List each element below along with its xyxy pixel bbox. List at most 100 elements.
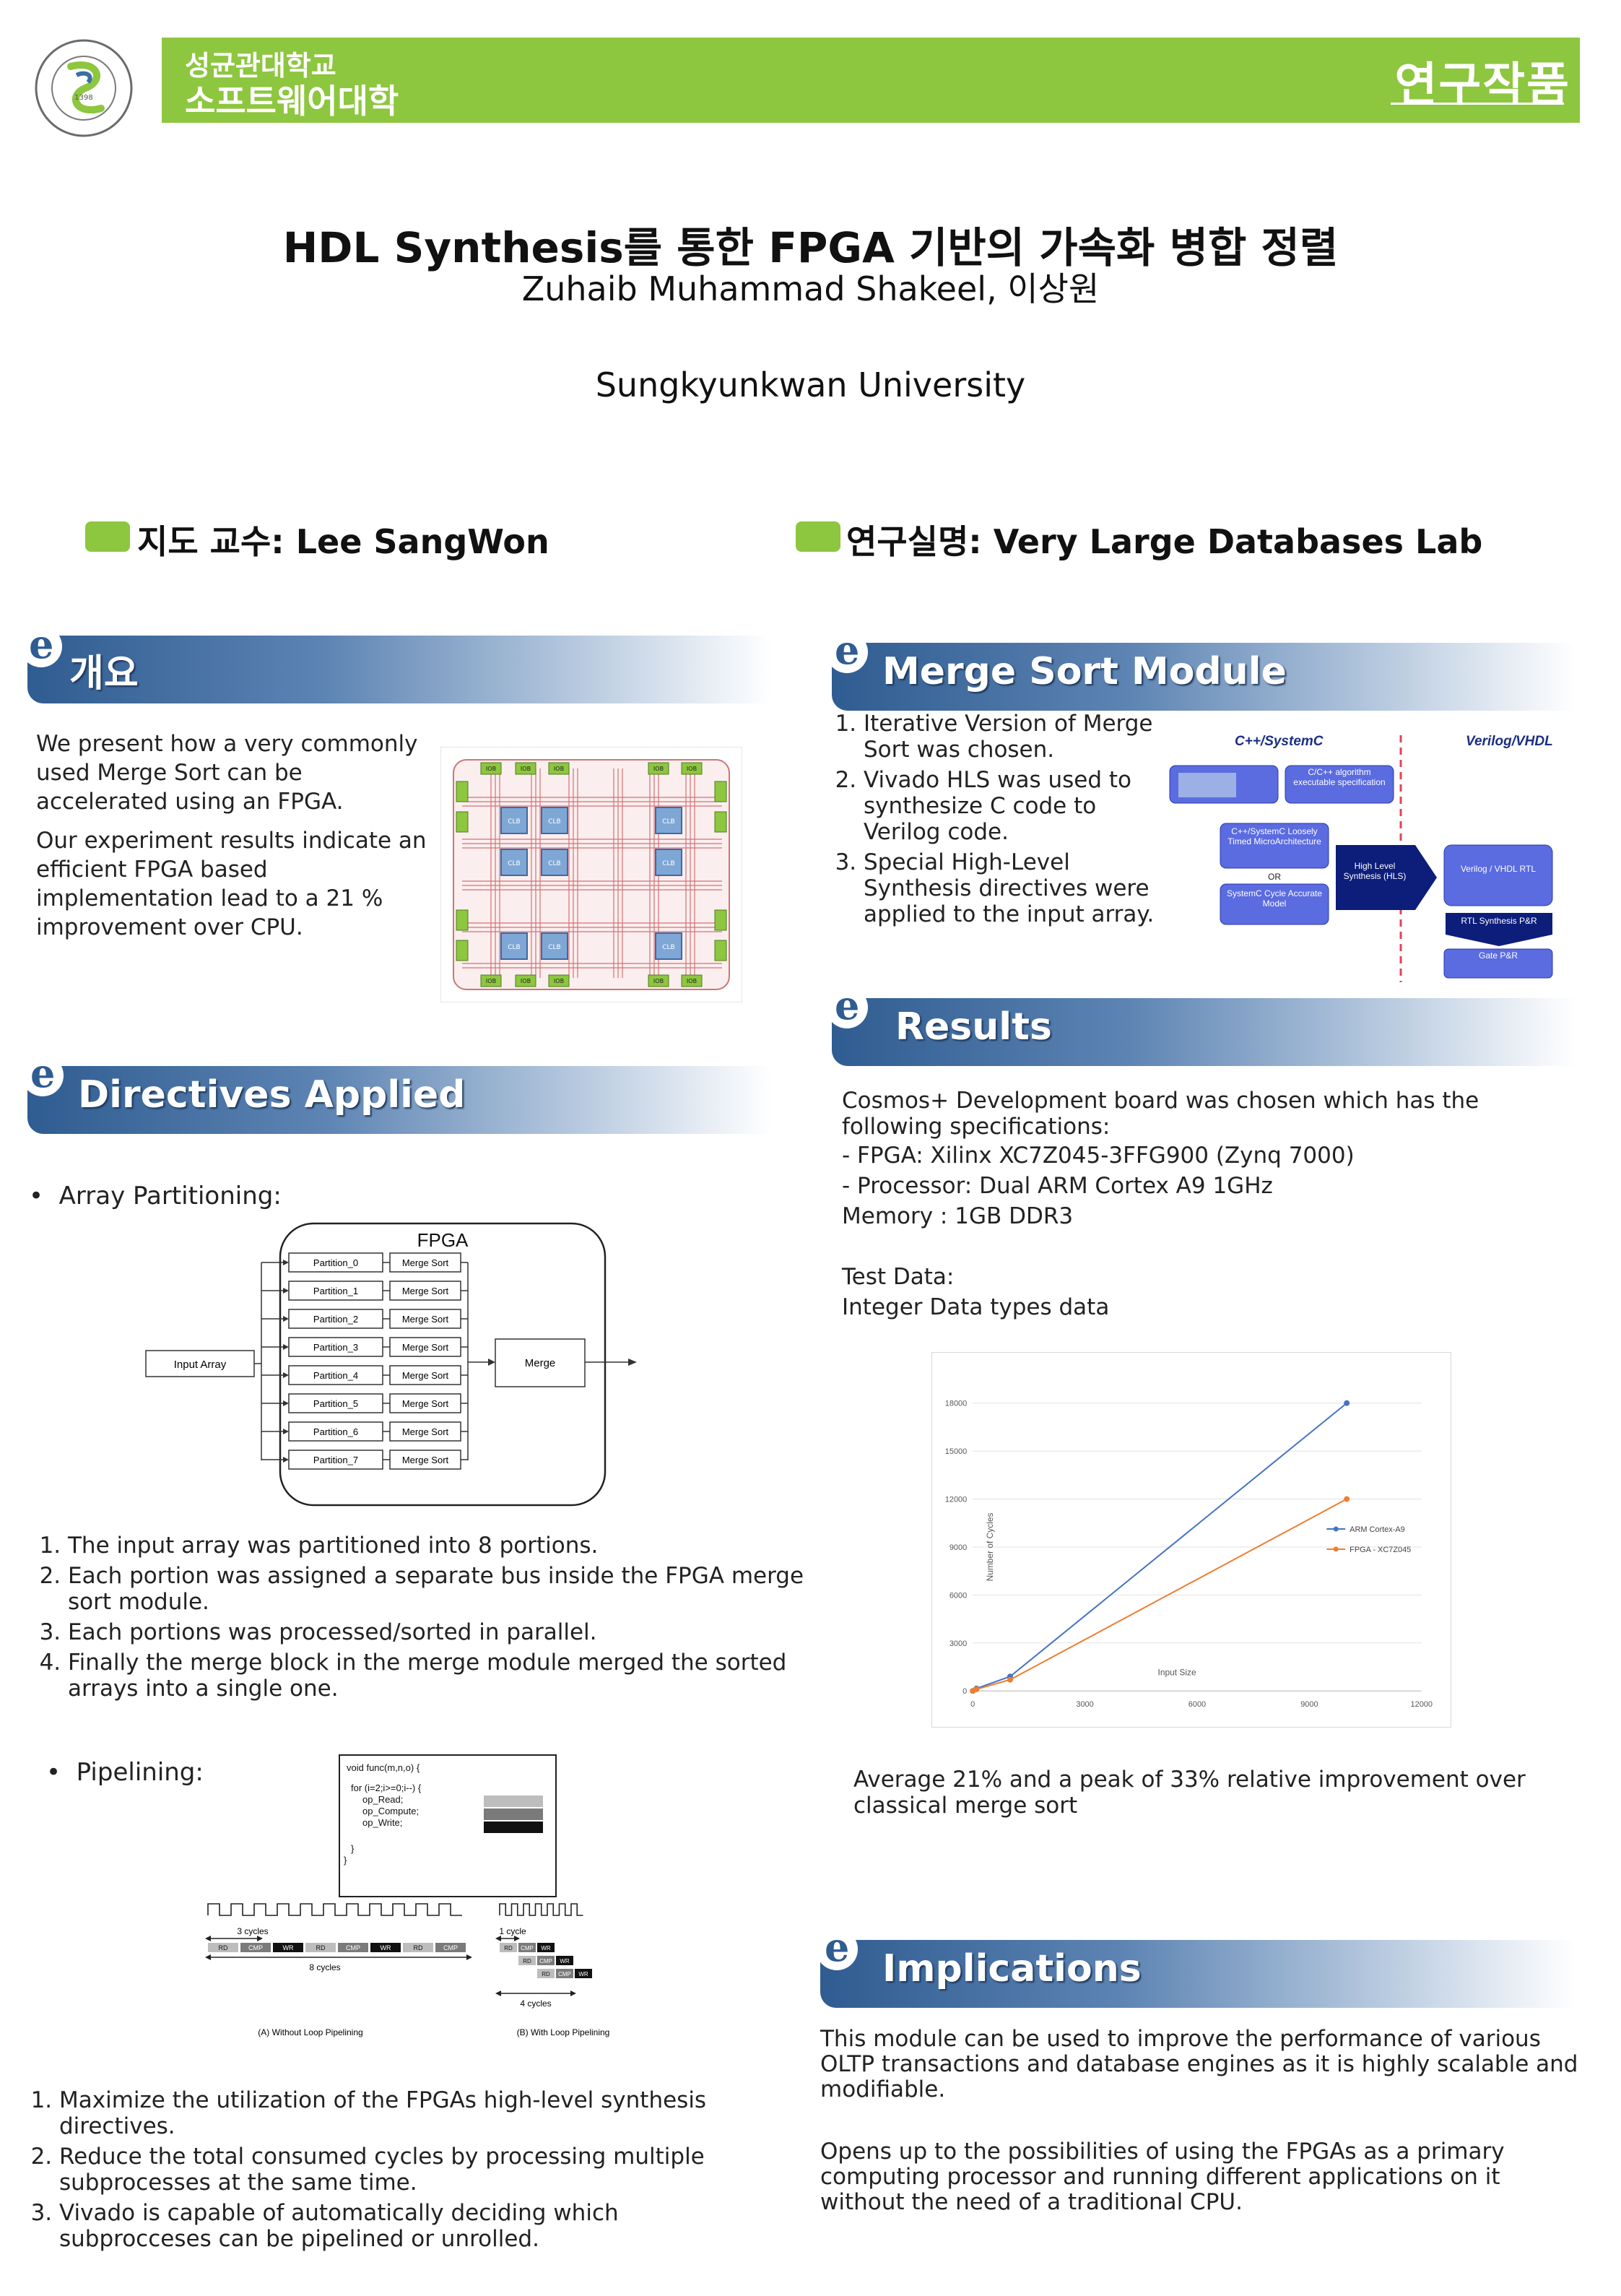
svg-text:CLB: CLB: [662, 944, 674, 951]
pipeline-stage-label: WR: [381, 1944, 391, 1951]
x-tick-label: 12000: [1411, 1700, 1433, 1709]
y-tick-label: 12000: [945, 1496, 967, 1504]
pipeline-stage: [435, 1943, 466, 1952]
x-tick-label: 6000: [1188, 1700, 1206, 1709]
partition-label: Partition_6: [313, 1426, 358, 1437]
data-point: [1344, 1400, 1350, 1406]
pipelining-diagram: void func(m,n,o) { for (i=2;i>=0;i--) { …: [205, 1754, 610, 2037]
svg-text:for (i=2;i>=0;i--) {: for (i=2;i>=0;i--) {: [351, 1782, 422, 1793]
y-tick-label: 3000: [949, 1639, 967, 1648]
svg-text:Verilog/VHDL: Verilog/VHDL: [1466, 734, 1553, 749]
svg-text:Input Array: Input Array: [174, 1359, 227, 1371]
data-point: [973, 1686, 980, 1692]
list-item: Maximize the utilization of the FPGAs hi…: [59, 2087, 777, 2139]
y-tick-label: 15000: [945, 1447, 967, 1456]
svg-text:IOB: IOB: [486, 978, 496, 984]
svg-text:CLB: CLB: [548, 818, 560, 826]
legend-label: FPGA - XC7Z045: [1350, 1546, 1411, 1554]
pipeline-stage-label: RD: [504, 1945, 513, 1951]
list-item: Special High-Level Synthesis directives …: [864, 849, 1155, 927]
arrow-icon: [283, 1288, 289, 1294]
authors: Zuhaib Muhammad Shakeel, 이상원: [521, 269, 1100, 308]
partition-label: Partition_0: [313, 1257, 358, 1268]
data-point: [1344, 1496, 1350, 1502]
section-title-results: Results: [895, 1005, 1052, 1049]
pipeline-stage: [537, 1943, 555, 1952]
pipeline-stage-label: WR: [560, 1958, 570, 1964]
section-title-merge-module: Merge Sort Module: [882, 650, 1287, 693]
pipeline-stage: [370, 1943, 401, 1952]
e-icon: e: [20, 621, 62, 667]
merge-sort-label: Merge Sort: [402, 1426, 449, 1437]
pipelining-list: Maximize the utilization of the FPGAs hi…: [26, 2087, 777, 2256]
svg-text:1398: 1398: [74, 94, 92, 102]
svg-text:FPGA: FPGA: [417, 1229, 469, 1251]
list-item: Vivado is capable of automatically decid…: [59, 2200, 777, 2252]
merge-sort-label: Merge Sort: [402, 1342, 449, 1353]
implications-para2: Opens up to the possibilities of using t…: [820, 2139, 1505, 2215]
pipeline-stage: [305, 1943, 336, 1952]
svg-text:}: }: [351, 1843, 355, 1854]
svg-text:IOB: IOB: [554, 766, 564, 772]
partition-label: Partition_2: [313, 1314, 358, 1325]
pipeline-stage-label: WR: [578, 1971, 588, 1977]
svg-text:}: }: [344, 1855, 347, 1866]
bullet-label: Array Partitioning:: [58, 1182, 282, 1210]
pipeline-stage: [518, 1943, 536, 1952]
svg-text:CLB: CLB: [662, 860, 674, 867]
partition-box: [288, 1365, 383, 1385]
header-bar: [162, 38, 1580, 123]
legend-marker: [1333, 1546, 1339, 1552]
pipeline-stage: [208, 1943, 238, 1952]
results-line: - Processor: Dual ARM Cortex A9 1GHz: [842, 1173, 1273, 1199]
partition-list: The input array was partitioned into 8 p…: [35, 1533, 851, 1706]
merge-sort-box: [389, 1365, 461, 1385]
pipeline-stage-label: RD: [414, 1944, 423, 1951]
hls-flow-diagram: C++/SystemC Verilog/VHDL C/C++ algorithm…: [1169, 734, 1553, 982]
merge-sort-box: [389, 1421, 461, 1442]
svg-text:IOB: IOB: [653, 766, 664, 772]
bullet-array-partitioning: • Array Partitioning:: [29, 1182, 282, 1210]
pipeline-stage: [556, 1969, 573, 1978]
pipeline-stage-label: CMP: [558, 1971, 571, 1977]
pipeline-stage-label: RD: [542, 1971, 550, 1977]
x-tick-label: 0: [970, 1700, 975, 1709]
arrow-icon: [283, 1344, 289, 1350]
lab-name: 연구실명: Very Large Databases Lab: [846, 522, 1483, 561]
svg-text:CLB: CLB: [548, 944, 560, 951]
pipeline-stage-label: RD: [316, 1944, 326, 1951]
pipeline-stage: [240, 1943, 271, 1952]
svg-text:1 cycle: 1 cycle: [499, 1926, 526, 1936]
svg-text:4 cycles: 4 cycles: [520, 1998, 551, 2009]
svg-text:op_Write;: op_Write;: [362, 1817, 402, 1828]
svg-text:IOB: IOB: [486, 766, 496, 772]
svg-text:(B) With Loop Pipelining: (B) With Loop Pipelining: [517, 2027, 610, 2037]
merge-sort-label: Merge Sort: [402, 1257, 449, 1268]
svg-text:CLB: CLB: [508, 860, 520, 867]
list-item: Finally the merge block in the merge mod…: [68, 1650, 851, 1702]
y-tick-label: 9000: [949, 1543, 967, 1552]
university-logo: 1398: [35, 39, 133, 137]
section-title-overview: 개요: [69, 652, 139, 696]
bullet-pipelining: • Pipelining:: [46, 1758, 204, 1787]
list-item: The input array was partitioned into 8 p…: [68, 1533, 851, 1559]
overview-para1: We present how a very commonly used Merg…: [36, 731, 418, 815]
merge-sort-label: Merge Sort: [402, 1370, 449, 1381]
merge-sort-box: [389, 1252, 461, 1273]
svg-text:CLB: CLB: [662, 818, 674, 826]
section-title-implications: Implications: [882, 1947, 1142, 1990]
overview-para2: Our experiment results indicate an effic…: [36, 828, 427, 940]
pipeline-stage: [500, 1943, 517, 1952]
results-line: Memory : 1GB DDR3: [842, 1203, 1074, 1229]
svg-text:IOB: IOB: [653, 978, 664, 984]
e-icon: e: [22, 1050, 64, 1096]
y-tick-label: 18000: [945, 1400, 967, 1408]
partition-box: [288, 1309, 383, 1329]
advisor-bullet: [85, 521, 130, 552]
arrow-icon: [283, 1400, 289, 1406]
pipeline-stage-label: CMP: [248, 1944, 263, 1951]
pipeline-stage-label: CMP: [443, 1944, 458, 1951]
results-specs: Cosmos+ Development board was chosen whi…: [842, 1088, 1578, 1320]
